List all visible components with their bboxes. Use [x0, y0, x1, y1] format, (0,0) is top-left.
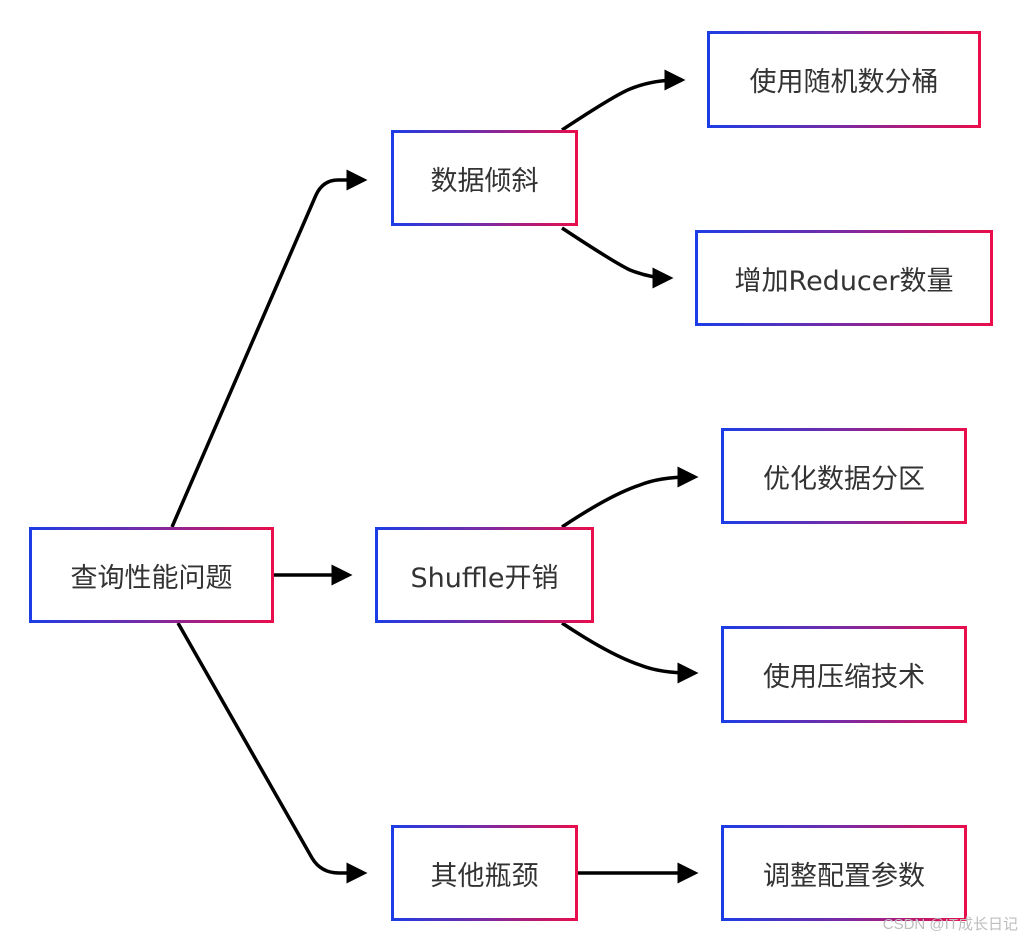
node-random-bucketing: 使用随机数分桶: [707, 31, 981, 128]
node-data-skew: 数据倾斜: [391, 130, 578, 226]
node-optimize-partition: 优化数据分区: [721, 428, 967, 524]
watermark: CSDN @IT成长日记: [882, 916, 1018, 933]
edge-shuffle-partition: [561, 466, 699, 529]
node-increase-reducers: 增加Reducer数量: [695, 230, 993, 326]
edge-root-skew: [170, 169, 368, 528]
node-shuffle-overhead: Shuffle开销: [375, 527, 594, 623]
edge-shuffle-compress: [561, 621, 699, 684]
node-root: 查询性能问题: [29, 527, 274, 623]
edge-skew-bucket: [561, 69, 686, 132]
node-other-bottlenecks: 其他瓶颈: [391, 825, 578, 921]
node-use-compression: 使用压缩技术: [721, 626, 967, 723]
node-tune-config: 调整配置参数: [721, 825, 967, 921]
edge-root-other: [176, 622, 368, 884]
edge-skew-reducer: [561, 226, 674, 289]
